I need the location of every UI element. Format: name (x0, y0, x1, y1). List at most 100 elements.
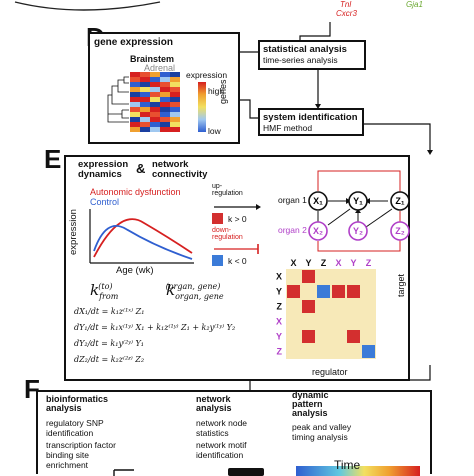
heatmap-cell (140, 72, 150, 77)
statistical-analysis-box: statistical analysis time-series analysi… (258, 40, 366, 70)
equation-1: dX₁/dt = k₁z⁽¹ˣ⁾ Z₁ (74, 307, 145, 316)
heading-connectivity: connectivity (152, 169, 208, 180)
node-y2 (348, 221, 368, 241)
heatmap-cell (170, 82, 180, 87)
matrix-cell (362, 345, 375, 358)
heatmap-cell (150, 92, 160, 97)
gene-label-cxcr3: Cxcr3 (336, 9, 357, 18)
plot-x-label: Age (wk) (116, 265, 154, 276)
system-identification-box: system identification HMF method (258, 108, 364, 136)
heatmap-cell (150, 77, 160, 82)
equation-2: dY₁/dt = k₁x⁽¹ʸ⁾ X₁ + k₁z⁽¹ʸ⁾ Z₁ + k₂y⁽¹… (74, 323, 236, 332)
heatmap (130, 72, 180, 132)
matrix-cell (302, 300, 315, 313)
heatmap-cell (150, 117, 160, 122)
heatmap-cell (170, 97, 180, 102)
expression-colorbar (198, 82, 206, 132)
heatmap-cell (140, 107, 150, 112)
node-x1 (308, 191, 328, 211)
network-thumbnail (228, 468, 264, 476)
heatmap-cell (170, 117, 180, 122)
matrix-row-label: X (276, 317, 282, 327)
organ2-label: organ 2 (278, 225, 307, 235)
heatmap-cell (130, 117, 140, 122)
heatmap-cell (130, 82, 140, 87)
node-z1 (390, 191, 410, 211)
time-label: Time (334, 458, 361, 472)
dyn-title-3: analysis (292, 408, 328, 418)
heatmap-cell (140, 97, 150, 102)
heatmap-cell (170, 127, 180, 132)
heatmap-cell (160, 102, 170, 107)
dendrogram (107, 76, 129, 123)
genes-axis-label: genes (218, 79, 228, 104)
heatmap-cell (170, 102, 180, 107)
matrix-cell (332, 285, 345, 298)
heading-expression: expression (78, 159, 129, 170)
heatmap-cell (170, 122, 180, 127)
heatmap-cell (160, 77, 170, 82)
matrix-row-label: Z (277, 347, 283, 357)
heading-ampersand: & (136, 161, 146, 176)
legend-control: Control (90, 197, 120, 207)
panel-f-bottom-graphics (113, 466, 420, 476)
time-colorbar (296, 466, 420, 476)
down-arrow (214, 244, 259, 254)
gene-expression-box: gene expression Brainstem Adrenal expres… (88, 32, 240, 144)
gene-label-gja1: Gja1 (406, 0, 423, 9)
heatmap-cell (160, 112, 170, 117)
k-from-notation: kfrom(to) (90, 281, 119, 301)
k-negative: k < 0 (228, 256, 247, 266)
panel-e-letter: E (44, 144, 62, 174)
heatmap-cell (150, 127, 160, 132)
matrix-background (286, 269, 376, 359)
heatmap-cell (140, 122, 150, 127)
heatmap-cell (160, 127, 170, 132)
equation-3: dY₂/dt = k₁y⁽²ʸ⁾ Y₁ (74, 339, 145, 348)
heatmap-cell (150, 112, 160, 117)
matrix-col-label: Z (366, 258, 372, 268)
heatmap-cell (140, 87, 150, 92)
panel-f-letter: F (24, 374, 40, 404)
heatmap-cell (160, 122, 170, 127)
matrix-cell (302, 270, 315, 283)
adrenal-label: Adrenal (144, 63, 176, 73)
node-x2 (308, 221, 328, 241)
heatmap-cell (160, 117, 170, 122)
heatmap-cell (150, 97, 160, 102)
heatmap-cell (130, 77, 140, 82)
heatmap-cell (160, 72, 170, 77)
brainstem-label: Brainstem (130, 54, 175, 64)
node-z1-label: Z₁ (395, 196, 404, 206)
plot-y-label: expression (68, 209, 79, 255)
heatmap-cell (150, 122, 160, 127)
heatmap-cell (140, 127, 150, 132)
high-label: high (208, 86, 225, 96)
equation-4: dZ₂/dt = k₂z⁽²ᶻ⁾ Z₂ (74, 355, 145, 364)
stat-subtitle: time-series analysis (263, 55, 338, 65)
edge-loop-bottom (317, 237, 401, 252)
heatmap-cell (140, 112, 150, 117)
heatmap-cell (140, 77, 150, 82)
node-x1-label: X₁ (313, 196, 323, 206)
stat-title: statistical analysis (263, 44, 347, 55)
heatmap-cell (140, 82, 150, 87)
bio-title-2: analysis (46, 403, 82, 413)
up-regulation-label: up-regulation (212, 183, 243, 197)
network-graph: X₁ Y₁ Z₁ X₂ Y₂ Z₂ (308, 170, 410, 252)
net-title-1: network (196, 394, 231, 404)
heatmap-cell (150, 107, 160, 112)
heatmap-cell (140, 92, 150, 97)
matrix-row-label: Y (276, 332, 282, 342)
heatmap-cell (150, 82, 160, 87)
node-y2-label: Y₂ (353, 226, 363, 236)
node-y1 (348, 191, 368, 211)
heatmap-cell (160, 97, 170, 102)
heatmap-cell (130, 122, 140, 127)
up-arrow (214, 204, 261, 210)
heatmap-cell (130, 112, 140, 117)
